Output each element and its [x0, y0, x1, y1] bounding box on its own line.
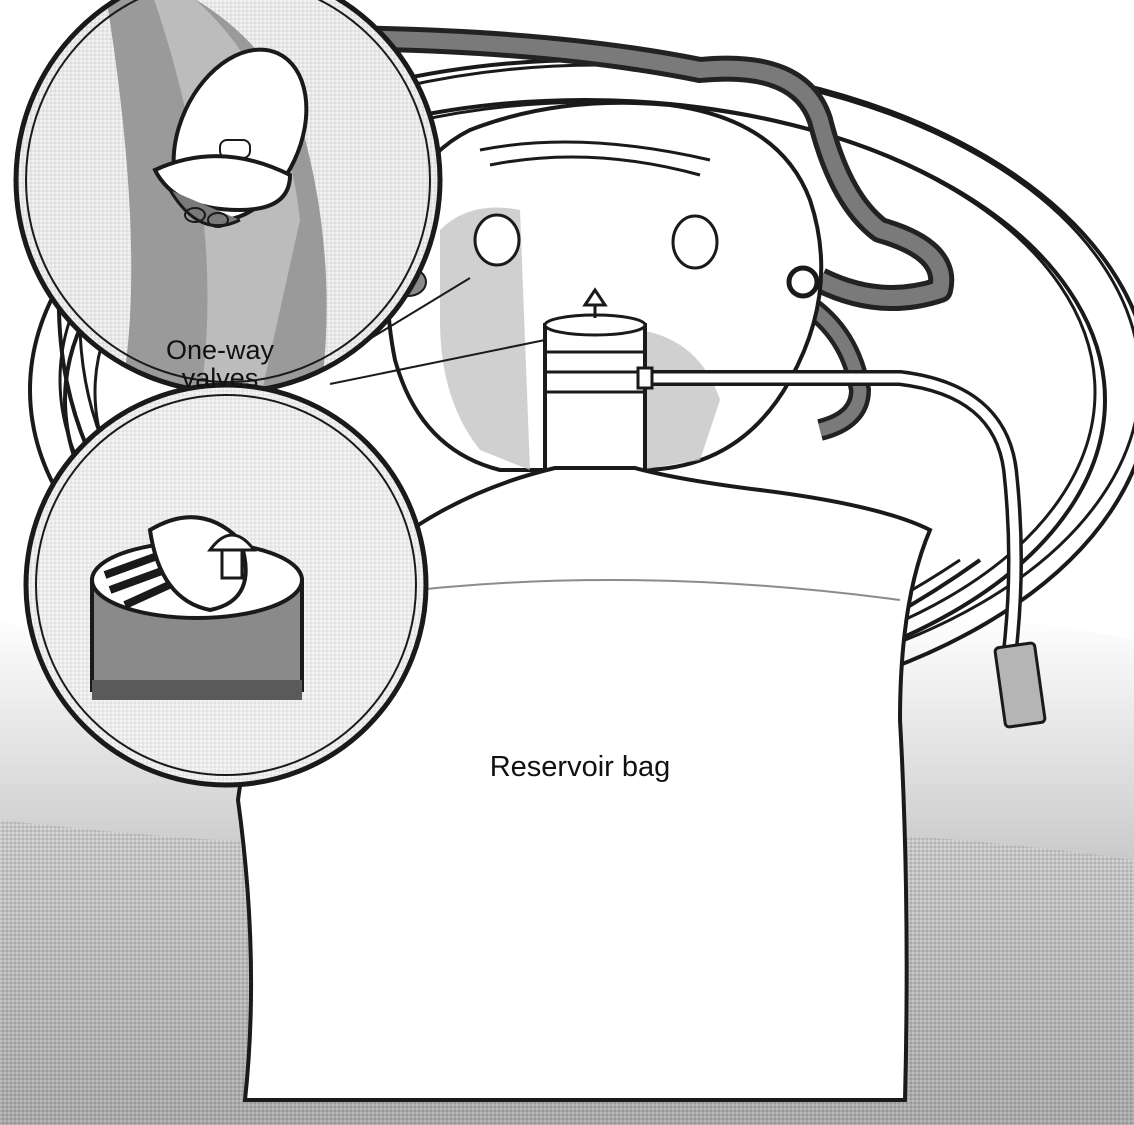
one-way-valves-label-line2: valves [125, 364, 315, 392]
side-valve-left [475, 215, 519, 265]
valve-connector [545, 290, 645, 475]
side-valve-right [673, 216, 717, 268]
reservoir-bag-label: Reservoir bag [430, 752, 730, 782]
one-way-valves-label-line1: One-way [125, 336, 315, 364]
one-way-valves-label: One-way valves [125, 336, 315, 393]
